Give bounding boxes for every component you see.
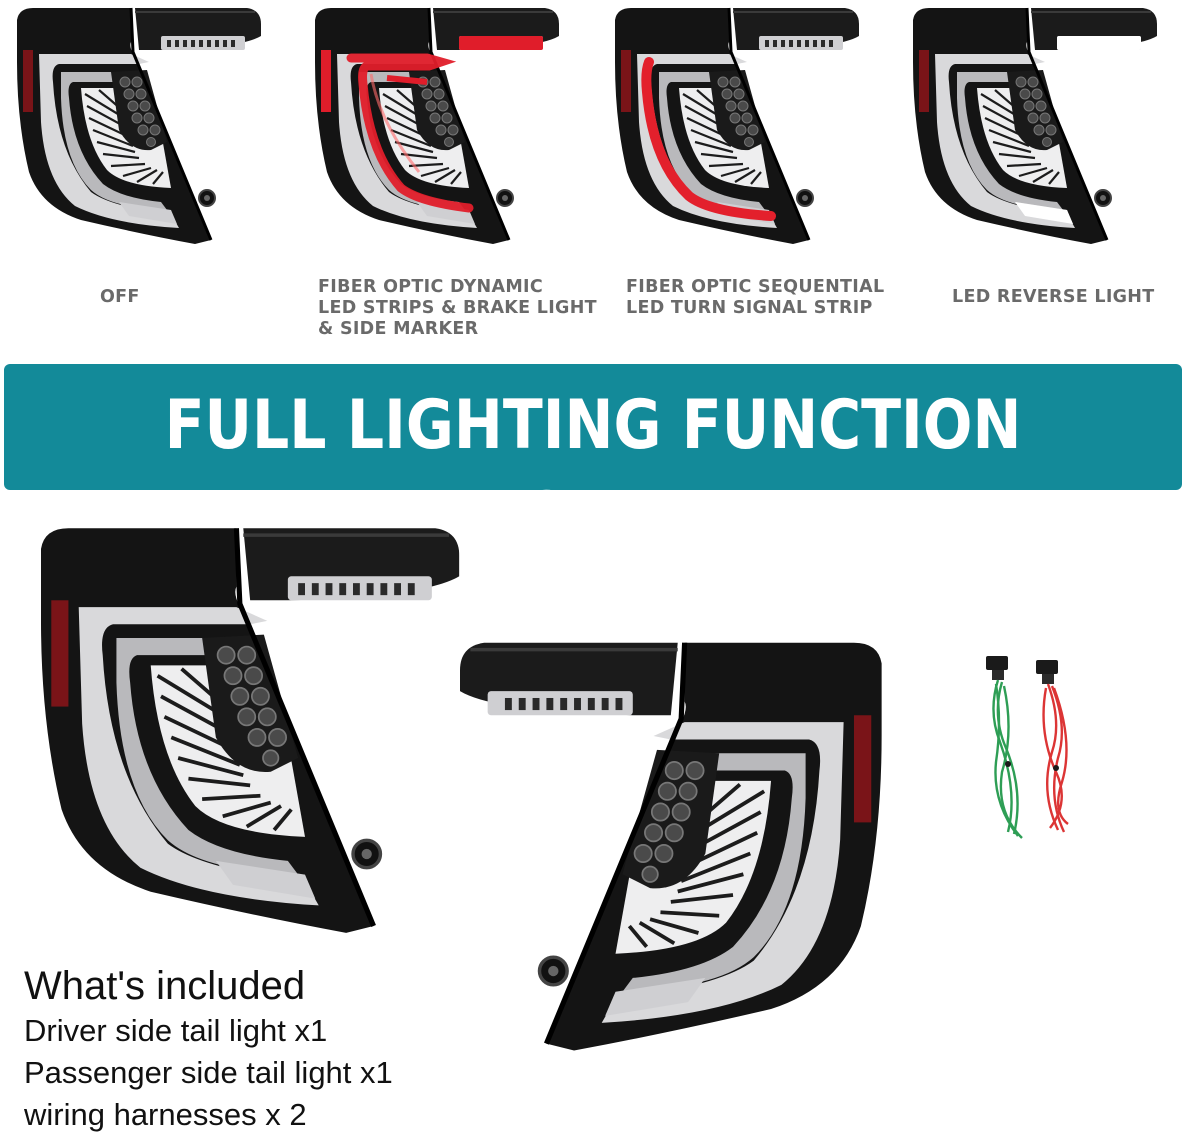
taillight-off-image (10, 2, 262, 247)
passenger-side-taillight-image (460, 630, 892, 1058)
caption-brake: FIBER OPTIC DYNAMIC LED STRIPS & BRAKE L… (318, 277, 597, 339)
taillight-reverse-image (906, 2, 1158, 247)
caption-reverse: LED REVERSE LIGHT (952, 287, 1155, 307)
caption-turn: FIBER OPTIC SEQUENTIAL LED TURN SIGNAL S… (626, 277, 885, 318)
taillight-turn-image (608, 2, 860, 247)
function-banner: FULL LIGHTING FUNCTION DISPLAY (4, 364, 1182, 557)
included-item-driver: Driver side tail light x1 (24, 1013, 328, 1048)
taillight-brake-image (308, 2, 560, 247)
included-title: What's included (24, 964, 306, 1008)
included-item-harness: wiring harnesses x 2 (24, 1097, 307, 1132)
whats-included: What's included Driver side tail light x… (24, 962, 393, 1136)
driver-side-taillight-image (26, 518, 464, 938)
included-item-passenger: Passenger side tail light x1 (24, 1055, 393, 1090)
caption-off: OFF (100, 287, 140, 307)
wiring-harness-image (986, 656, 1069, 839)
banner-title: FULL LIGHTING FUNCTION DISPLAY (164, 386, 1022, 557)
